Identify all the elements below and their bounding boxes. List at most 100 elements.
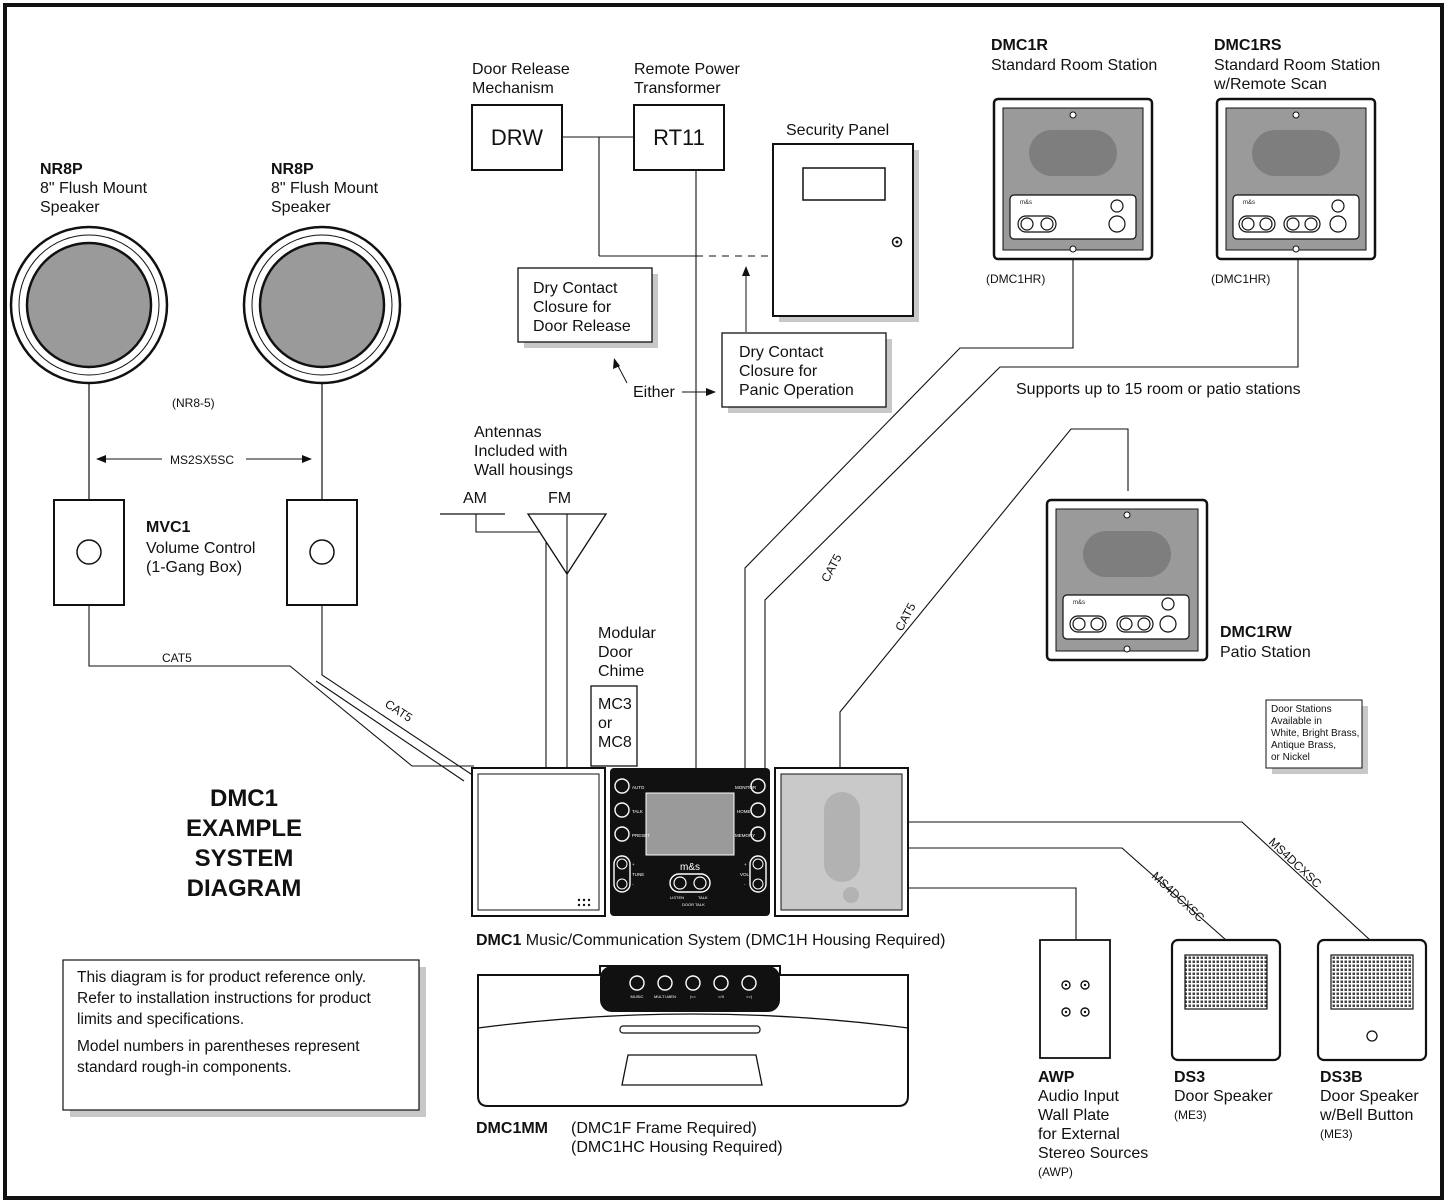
speaker-wire-arrow: MS2SX5SC bbox=[96, 453, 312, 467]
title-line-4: DIAGRAM bbox=[187, 875, 302, 902]
ds3-desc: Door Speaker bbox=[1174, 1088, 1273, 1105]
room-station-roughin: (DMC1HR) bbox=[986, 272, 1045, 286]
ds3b-desc-2: w/Bell Button bbox=[1319, 1107, 1413, 1124]
speaker-wire-label: MS2SX5SC bbox=[170, 453, 234, 467]
ds3-model: DS3 bbox=[1174, 1069, 1205, 1086]
btn-tune-minus: - bbox=[632, 882, 634, 887]
door-finish-5: or Nickel bbox=[1271, 752, 1310, 763]
disclaimer-box bbox=[62, 959, 420, 1111]
room-station-dmc1rs: m&s bbox=[1215, 97, 1377, 261]
transformer-name-1: Remote Power bbox=[634, 61, 740, 78]
speaker-left-desc-2: Speaker bbox=[40, 199, 100, 216]
door-finish-box bbox=[1265, 699, 1363, 769]
btn-home: HOME bbox=[737, 809, 751, 814]
ds3b-model: DS3B bbox=[1320, 1069, 1363, 1086]
speaker-roughin: (NR8-5) bbox=[172, 396, 215, 410]
door-finish-3: White, Bright Brass, bbox=[1271, 728, 1359, 739]
ds3b-roughin: (ME3) bbox=[1320, 1127, 1353, 1141]
door-finish-4: Antique Brass, bbox=[1271, 740, 1336, 751]
mm-btn-multi: MULTI-MEN bbox=[654, 994, 676, 999]
chime-box-1: MC3 bbox=[598, 696, 632, 713]
room-station-scan-brand: m&s bbox=[1243, 200, 1255, 206]
cat5-label-4: CAT5 bbox=[892, 600, 918, 633]
disclaimer-text-2: Model numbers in parentheses represent s… bbox=[77, 1038, 360, 1076]
ds3-speaker bbox=[1170, 938, 1282, 1062]
btn-preset: PRESET bbox=[632, 833, 650, 838]
mm-btn-prev: |<< bbox=[690, 994, 696, 999]
dmc1-speaker-housing bbox=[774, 767, 909, 917]
door-wire-label-1: MS4DCXSC bbox=[1149, 869, 1208, 925]
bell-button-icon bbox=[1366, 1030, 1378, 1042]
btn-monitor: MONITOR bbox=[735, 785, 757, 790]
rt11-box bbox=[633, 104, 725, 171]
title-line-3: SYSTEM bbox=[195, 845, 294, 872]
btn-talk: TALK bbox=[632, 809, 643, 814]
ds3b-desc-1: Door Speaker bbox=[1320, 1088, 1419, 1105]
volume-model: MVC1 bbox=[146, 519, 191, 536]
door-release-name-2: Mechanism bbox=[472, 80, 554, 97]
volume-control-right bbox=[286, 499, 358, 606]
speaker-left-model: NR8P bbox=[40, 161, 83, 178]
patio-model: DMC1RW bbox=[1220, 624, 1293, 641]
btn-vol: VOL bbox=[740, 872, 750, 877]
volume-control-left bbox=[53, 499, 125, 606]
disclaimer-text-1: This diagram is for product reference on… bbox=[77, 969, 371, 1028]
unit-talk: TALK bbox=[698, 895, 708, 900]
dmc1mm-desc-1: (DMC1F Frame Required) bbox=[571, 1120, 757, 1137]
cat5-label-2: CAT5 bbox=[382, 697, 415, 725]
cat5-label-3: CAT5 bbox=[818, 551, 844, 584]
dry-panic-1: Dry Contact bbox=[739, 344, 824, 361]
room-station-brand: m&s bbox=[1020, 200, 1032, 206]
awp-desc-3: for External bbox=[1038, 1126, 1120, 1143]
unit-listen: LISTEN bbox=[670, 895, 684, 900]
dmc1-control-unit: AUTO TALK PRESET + TUNE - MONITOR HOME M… bbox=[610, 768, 770, 916]
mm-btn-play: >/II bbox=[718, 994, 724, 999]
antennas-title-1: Antennas bbox=[474, 424, 542, 441]
unit-door-talk: DOOR TALK bbox=[682, 902, 705, 907]
antenna-fm-label: FM bbox=[548, 490, 571, 507]
room-station-dmc1r: m&s bbox=[992, 97, 1154, 261]
drw-label: DRW bbox=[491, 125, 543, 150]
rt11-label: RT11 bbox=[653, 125, 705, 150]
transformer-name-2: Transformer bbox=[634, 80, 721, 97]
room-station-scan-desc-2: w/Remote Scan bbox=[1213, 76, 1327, 93]
btn-tune-plus: + bbox=[632, 862, 635, 867]
btn-memory: MEMORY bbox=[735, 833, 755, 838]
awp-roughin: (AWP) bbox=[1038, 1165, 1073, 1179]
chime-box-3: MC8 bbox=[598, 734, 632, 751]
patio-station: m&s bbox=[1045, 498, 1209, 662]
speaker-right-desc-1: 8" Flush Mount bbox=[271, 180, 379, 197]
door-release-name-1: Door Release bbox=[472, 61, 570, 78]
awp-desc-4: Stereo Sources bbox=[1038, 1145, 1148, 1162]
antennas-title-3: Wall housings bbox=[474, 462, 573, 479]
speaker-right-desc-2: Speaker bbox=[271, 199, 331, 216]
dry-release-1: Dry Contact bbox=[533, 280, 618, 297]
patio-station-brand: m&s bbox=[1073, 600, 1085, 606]
room-station-model: DMC1R bbox=[991, 37, 1048, 54]
cat5-label-1: CAT5 bbox=[162, 651, 192, 665]
speaker-right: NR8P 8" Flush Mount Speaker bbox=[242, 161, 402, 385]
speaker-left-desc-1: 8" Flush Mount bbox=[40, 180, 148, 197]
ds3-roughin: (ME3) bbox=[1174, 1108, 1207, 1122]
antenna-am-label: AM bbox=[463, 490, 487, 507]
room-station-scan-model: DMC1RS bbox=[1214, 37, 1282, 54]
dry-panic-2: Closure for bbox=[739, 363, 818, 380]
ds3b-speaker bbox=[1316, 938, 1428, 1062]
security-panel-label: Security Panel bbox=[786, 122, 889, 139]
diagram-frame bbox=[3, 3, 1444, 1200]
mm-btn-next: >>| bbox=[746, 994, 752, 999]
chime-title-2: Door bbox=[598, 644, 633, 661]
volume-desc-2: (1-Gang Box) bbox=[146, 559, 242, 576]
volume-desc-1: Volume Control bbox=[146, 540, 255, 557]
title-line-2: EXAMPLE bbox=[186, 815, 302, 842]
awp-plate bbox=[1039, 939, 1111, 1059]
awp-desc-2: Wall Plate bbox=[1038, 1107, 1110, 1124]
dry-release-3: Door Release bbox=[533, 318, 631, 335]
door-finish-2: Available in bbox=[1271, 716, 1322, 727]
awp-model: AWP bbox=[1038, 1069, 1075, 1086]
dmc1-desc: Music/Communication System (DMC1H Housin… bbox=[526, 932, 946, 949]
mm-btn-music: MUSIC bbox=[631, 994, 644, 999]
door-finish-1: Door Stations bbox=[1271, 704, 1332, 715]
dmc1mm-model: DMC1MM bbox=[476, 1120, 548, 1137]
